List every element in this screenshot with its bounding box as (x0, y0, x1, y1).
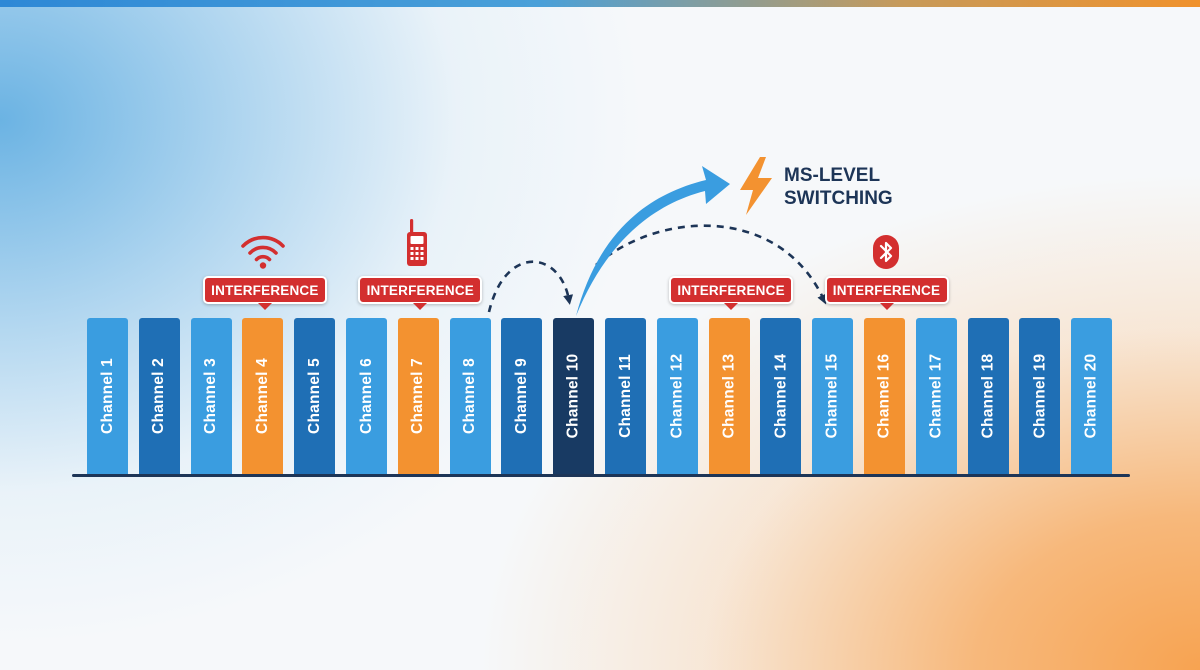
channel-bar-4: Channel 4 (242, 318, 284, 474)
channel-bar-1: Channel 1 (87, 318, 128, 474)
lightning-bolt-icon (740, 157, 772, 215)
channel-label: Channel 10 (564, 353, 582, 439)
channel-label: Channel 4 (253, 358, 271, 434)
ms-level-switching-label: MS-LEVEL SWITCHING (784, 164, 893, 210)
channel-bar-17: Channel 17 (915, 318, 957, 474)
bluetooth-icon (873, 235, 899, 269)
dashed-hop-arrow-8-to-10 (487, 260, 574, 313)
channel-bar-16: Channel 16 (864, 318, 905, 474)
channel-label: Channel 16 (875, 353, 893, 439)
channel-bar-8: Channel 8 (449, 318, 491, 474)
channel-bar-3: Channel 3 (190, 318, 232, 474)
top-accent-bar (0, 0, 1200, 7)
channel-label: Channel 14 (771, 353, 789, 439)
switching-text: SWITCHING (784, 188, 893, 209)
walkie-talkie-icon (407, 219, 427, 266)
channel-label: Channel 7 (409, 358, 427, 434)
channel-bar-10: Channel 10 (553, 318, 595, 474)
channel-bar-13: Channel 13 (708, 318, 750, 474)
channel-bar-18: Channel 18 (967, 318, 1009, 474)
channel-label: Channel 5 (305, 358, 323, 434)
ms-level-text: MS-LEVEL (784, 165, 881, 186)
channel-label: Channel 3 (202, 358, 220, 434)
interference-badge-channel-4: INTERFERENCE (202, 276, 327, 310)
interference-badge-channel-16: INTERFERENCE (824, 276, 949, 310)
channel-bar-11: Channel 11 (605, 318, 646, 474)
interference-badge-channel-7: INTERFERENCE (358, 276, 483, 310)
channel-label: Channel 19 (1030, 353, 1048, 439)
channel-bar-19: Channel 19 (1019, 318, 1061, 474)
channel-bar-20: Channel 20 (1071, 318, 1113, 474)
channel-bar-7: Channel 7 (397, 318, 439, 474)
channel-bar-2: Channel 2 (138, 318, 180, 474)
channel-label: Channel 17 (927, 353, 945, 439)
channel-bar-6: Channel 6 (346, 318, 387, 474)
channel-label: Channel 13 (720, 353, 738, 439)
channel-label: Channel 1 (98, 358, 116, 434)
channel-label: Channel 2 (150, 358, 168, 434)
interference-badge-channel-13: INTERFERENCE (669, 276, 794, 310)
dashed-hop-arrow-10-to-15 (595, 224, 827, 305)
channel-label: Channel 8 (461, 358, 479, 434)
channel-label: Channel 6 (357, 358, 375, 434)
channel-label: Channel 11 (616, 354, 634, 438)
channel-bar-12: Channel 12 (656, 318, 698, 474)
channel-bar-5: Channel 5 (294, 318, 336, 474)
switching-swoosh-arrow (576, 166, 730, 316)
channel-label: Channel 9 (512, 358, 530, 434)
wifi-icon (241, 235, 285, 269)
channel-bar-14: Channel 14 (760, 318, 802, 474)
channel-label: Channel 12 (668, 353, 686, 439)
channel-label: Channel 20 (1082, 353, 1100, 439)
channel-label: Channel 18 (979, 353, 997, 439)
channel-bar-15: Channel 15 (812, 318, 854, 474)
channel-baseline (72, 474, 1130, 477)
channel-bar-9: Channel 9 (501, 318, 543, 474)
channel-label: Channel 15 (823, 353, 841, 439)
